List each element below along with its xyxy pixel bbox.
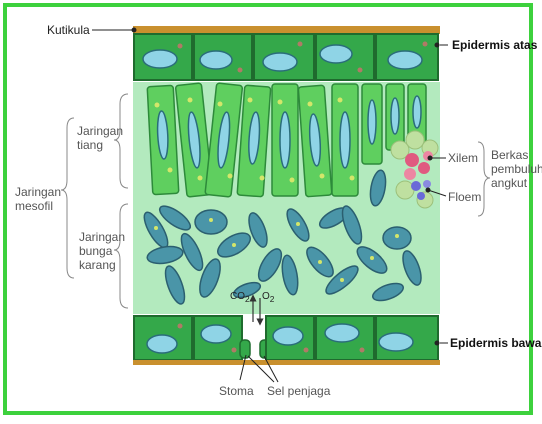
phloem-cell	[417, 192, 425, 200]
epidermis-nucleus	[201, 325, 231, 343]
epidermis-nucleus	[388, 51, 422, 69]
phloem-cell	[423, 180, 431, 188]
label-jaringan-mesofil: Jaringan mesofil	[15, 185, 61, 213]
label-jaringan-bunga-karang: Jaringan bunga karang	[79, 230, 125, 272]
label-sel-penjaga: Sel penjaga	[267, 384, 330, 398]
label-berkas-pembuluh-angkut: Berkas pembuluh angkut	[491, 148, 542, 190]
xylem-cell	[405, 153, 419, 167]
epidermis-nucleus	[379, 333, 413, 351]
epidermis-nucleus	[325, 324, 359, 342]
phloem-cell	[411, 181, 421, 191]
label-o2: O2	[262, 290, 274, 306]
upper-epidermis	[134, 34, 438, 80]
label-floem: Floem	[448, 190, 481, 204]
label-jaringan-tiang: Jaringan tiang	[77, 124, 123, 152]
guard-cell	[240, 340, 250, 358]
epidermis-nucleus	[143, 50, 177, 68]
label-co2: CO2	[230, 290, 250, 306]
epidermis-nucleus	[320, 45, 352, 63]
lower-epidermis	[134, 316, 438, 360]
epidermis-nucleus	[263, 53, 297, 71]
upper-cuticle	[133, 26, 440, 34]
label-stoma: Stoma	[219, 384, 254, 398]
epidermis-nucleus	[200, 51, 232, 69]
xylem-cell	[404, 168, 416, 180]
epidermis-nucleus	[273, 327, 303, 345]
label-epidermis-atas: Epidermis atas	[452, 38, 537, 52]
label-xilem: Xilem	[448, 151, 478, 165]
lower-cuticle	[133, 360, 440, 365]
label-epidermis-bawah: Epidermis bawah	[450, 336, 542, 350]
xylem-cell	[418, 162, 430, 174]
epidermis-nucleus	[147, 335, 177, 353]
label-kutikula: Kutikula	[47, 23, 90, 37]
